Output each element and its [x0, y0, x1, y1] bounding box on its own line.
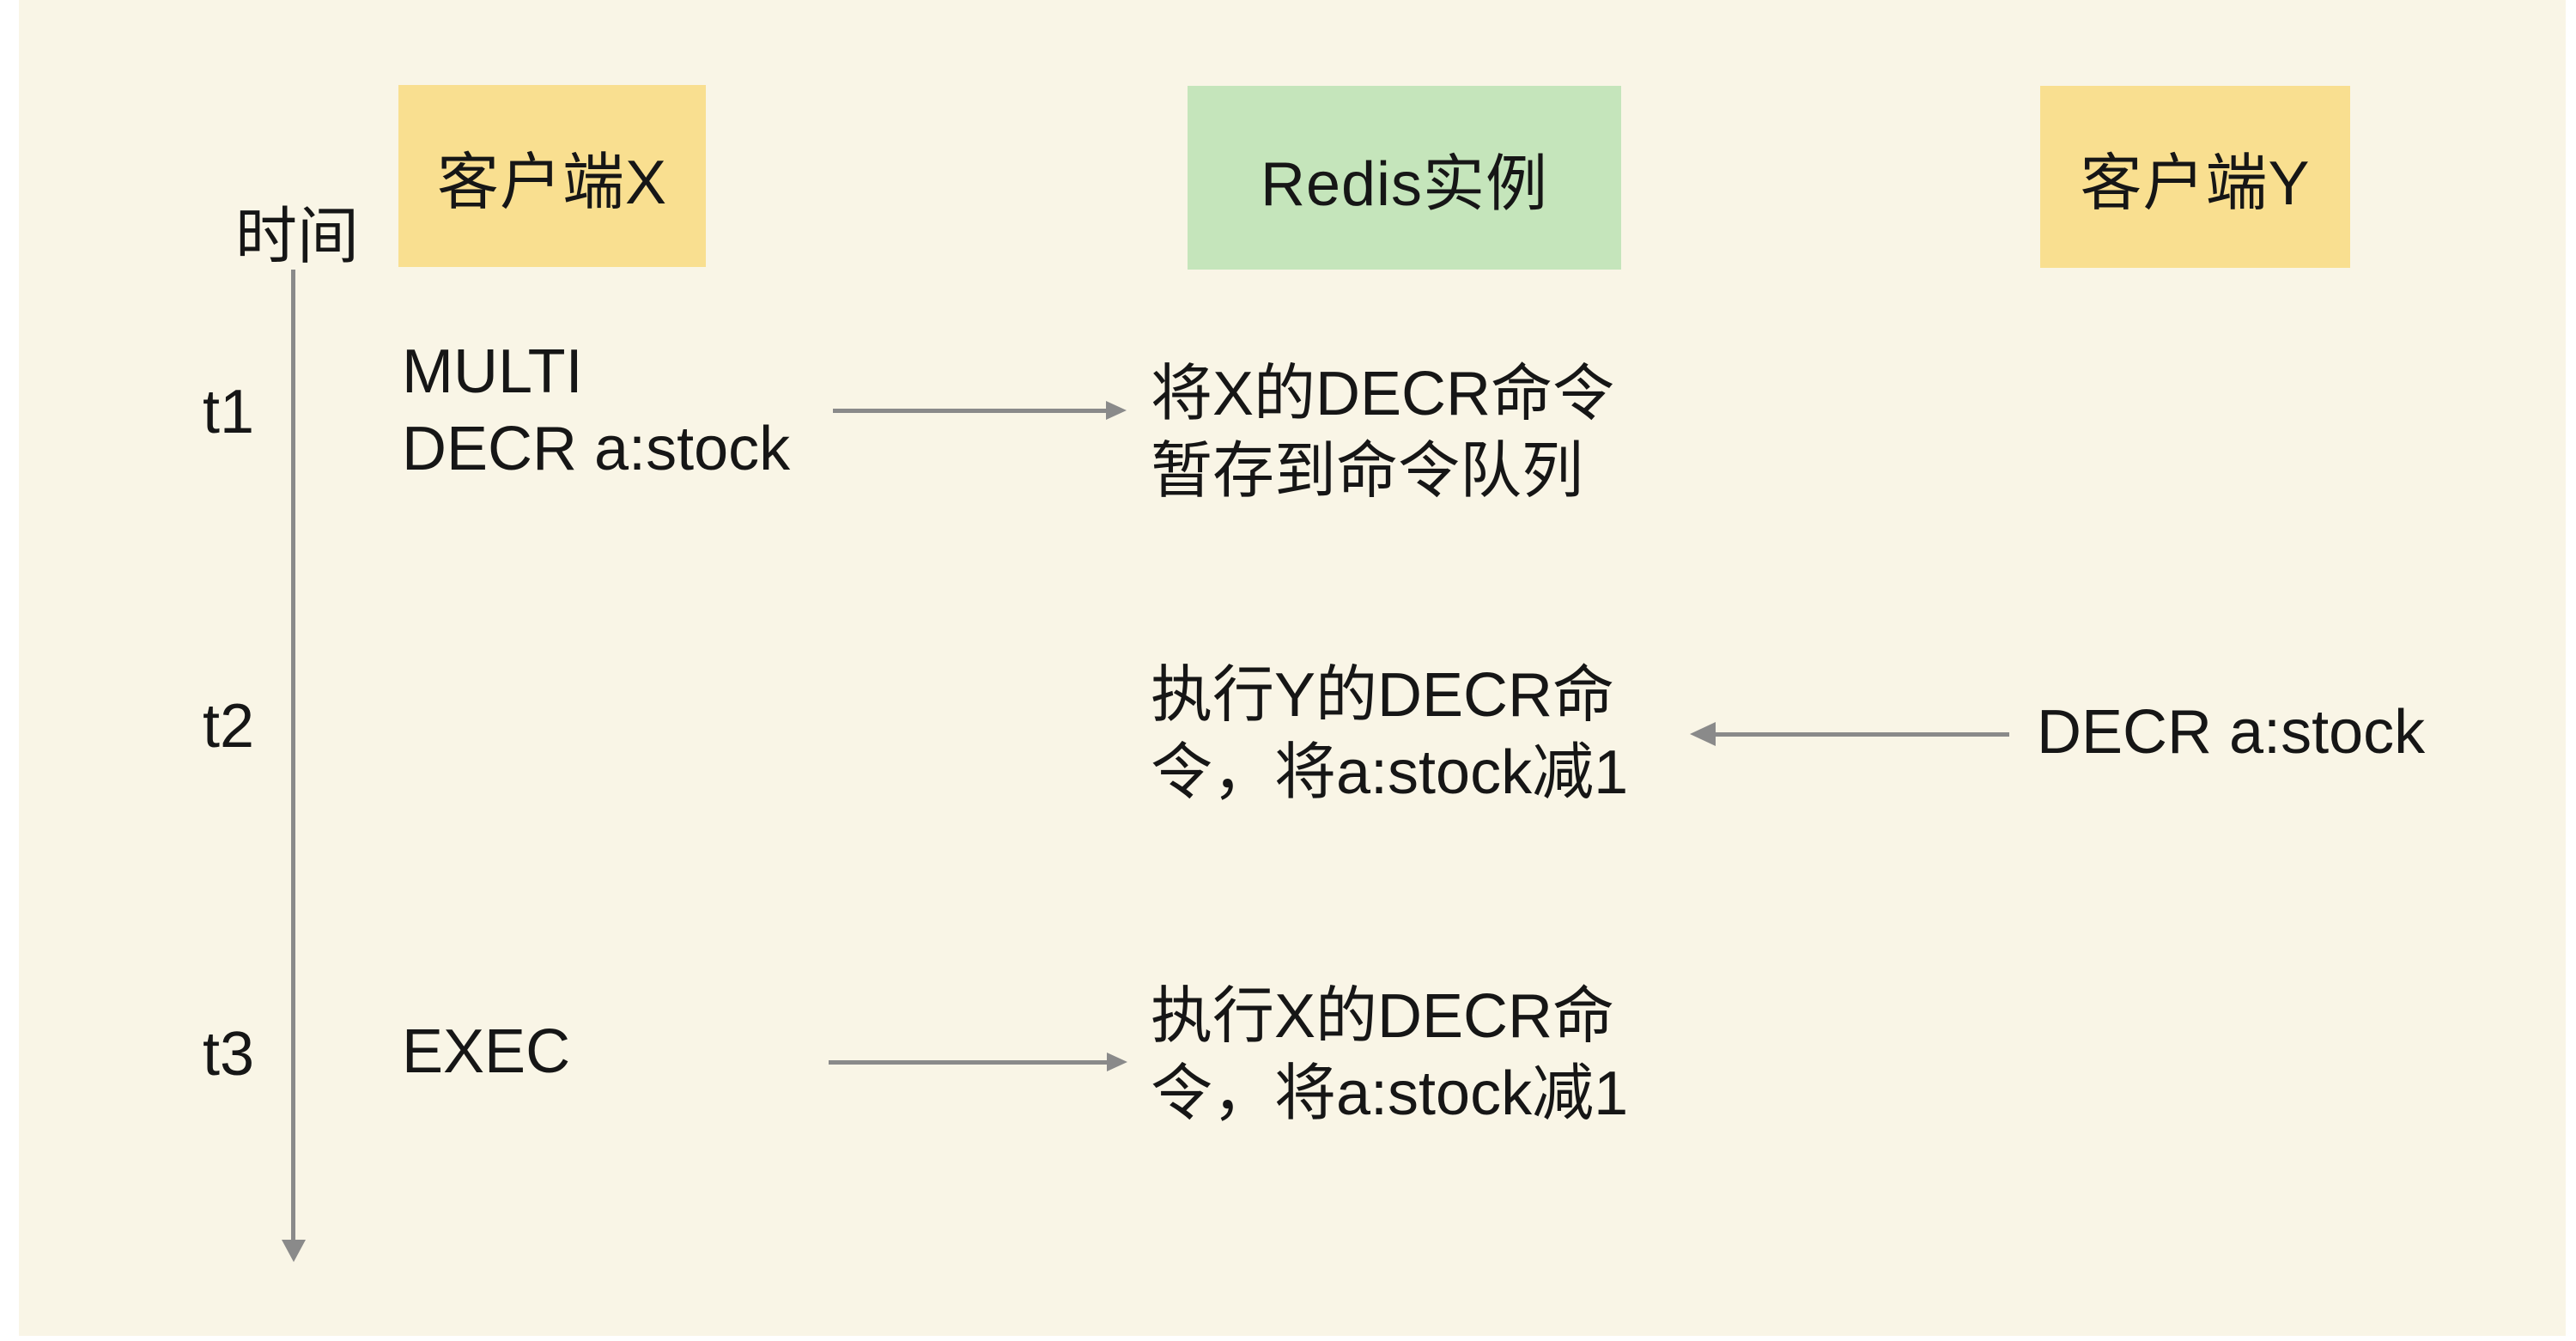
arrowhead-right-icon — [1107, 1053, 1127, 1071]
message-t1-client-x: MULTI DECR a:stock — [402, 333, 790, 488]
time-tick-t2: t2 — [202, 692, 255, 761]
message-t1-redis: 将X的DECR命令 暂存到命令队列 — [1151, 355, 1614, 510]
lane-header-client-y: 客户端Y — [2040, 86, 2350, 268]
arrowhead-left-icon — [1690, 722, 1716, 746]
lane-header-client-x-label: 客户端X — [436, 148, 668, 217]
arrowhead-right-icon — [1106, 401, 1127, 420]
message-line: EXEC — [402, 1017, 571, 1086]
lane-header-client-y-label: 客户端Y — [2080, 149, 2311, 218]
arrow-client-x-to-redis-t3 — [829, 1060, 1107, 1065]
message-line: 执行X的DECR命 — [1151, 982, 1615, 1051]
arrowhead-down-icon — [282, 1240, 306, 1262]
message-line: DECR a:stock — [402, 415, 791, 483]
message-t3-redis: 执行X的DECR命 令，将a:stock减1 — [1151, 978, 1628, 1132]
message-line: 暂存到命令队列 — [1151, 437, 1584, 506]
message-line: 令，将a:stock减1 — [1151, 738, 1629, 807]
time-axis-label: 时间 — [235, 203, 360, 271]
message-t2-redis: 执行Y的DECR命 令，将a:stock减1 — [1151, 657, 1628, 811]
message-t2-client-y: DECR a:stock — [2037, 694, 2425, 771]
time-axis-line — [291, 270, 295, 1240]
message-t3-client-x: EXEC — [402, 1013, 570, 1090]
message-line: 执行Y的DECR命 — [1151, 661, 1615, 730]
message-line: MULTI — [402, 337, 583, 406]
message-line: DECR a:stock — [2037, 698, 2426, 767]
lane-header-redis: Redis实例 — [1188, 86, 1621, 270]
message-line: 令，将a:stock减1 — [1151, 1059, 1629, 1128]
time-tick-t3: t3 — [202, 1020, 255, 1089]
message-line: 将X的DECR命令 — [1151, 360, 1615, 428]
arrow-client-x-to-redis-t1 — [833, 409, 1106, 413]
lane-header-redis-label: Redis实例 — [1260, 149, 1549, 219]
lane-header-client-x: 客户端X — [398, 85, 706, 267]
time-tick-t1: t1 — [202, 378, 255, 446]
arrow-client-y-to-redis-t2 — [1714, 732, 2009, 737]
